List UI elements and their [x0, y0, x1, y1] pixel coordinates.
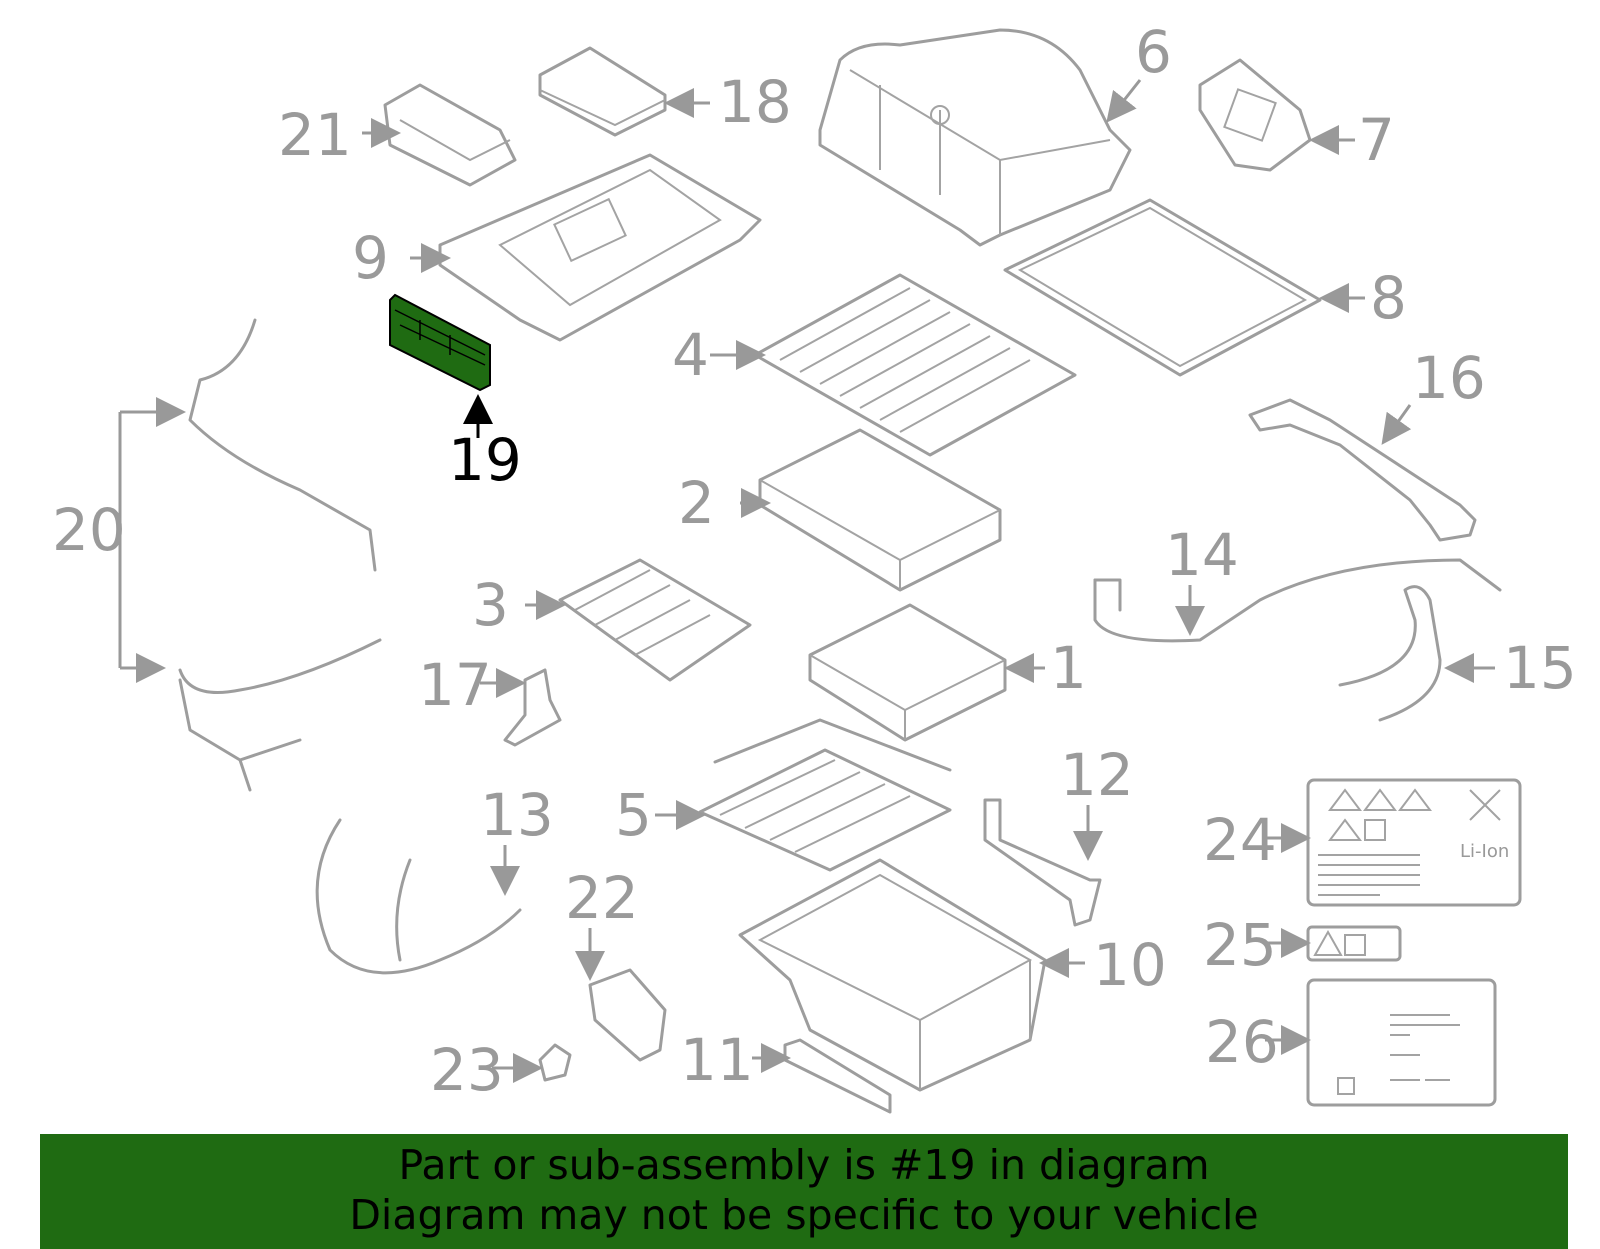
label-4[interactable]: 4	[672, 321, 709, 389]
part-19-highlighted[interactable]	[389, 293, 491, 392]
part-26-info-label[interactable]	[1306, 978, 1497, 1107]
part-12-bracket[interactable]	[983, 798, 1102, 927]
part-21-module[interactable]	[383, 83, 517, 187]
label-15[interactable]: 15	[1503, 634, 1577, 702]
part-24-warning-label[interactable]: Li-Ion	[1306, 778, 1522, 907]
part-3-tray[interactable]	[558, 558, 752, 682]
label-17[interactable]: 17	[418, 651, 492, 719]
label-6[interactable]: 6	[1135, 18, 1172, 86]
part-14-cable[interactable]	[1093, 558, 1502, 643]
label-14[interactable]: 14	[1165, 521, 1239, 589]
label-16[interactable]: 16	[1412, 344, 1486, 412]
label-23[interactable]: 23	[430, 1036, 504, 1104]
label-8[interactable]: 8	[1370, 264, 1407, 332]
label-9[interactable]: 9	[352, 224, 389, 292]
label-19[interactable]: 19	[448, 426, 522, 494]
part-18-module[interactable]	[538, 46, 667, 137]
label-25[interactable]: 25	[1203, 911, 1277, 979]
label-18[interactable]: 18	[718, 68, 792, 136]
label-11[interactable]: 11	[680, 1026, 754, 1094]
label-2[interactable]: 2	[678, 469, 715, 537]
label-24[interactable]: 24	[1203, 806, 1277, 874]
label-26[interactable]: 26	[1205, 1008, 1279, 1076]
callout-labels: 6 7 8 21 18 9 19 4 2 16 20 3 14 1 15 17 …	[52, 18, 1577, 1104]
label-13[interactable]: 13	[480, 781, 554, 849]
part-25-warning-label[interactable]	[1306, 925, 1402, 962]
label-1[interactable]: 1	[1050, 634, 1087, 702]
part-20-harness[interactable]	[118, 318, 382, 792]
part-8-gasket[interactable]	[1003, 198, 1322, 377]
part-22-connector[interactable]	[588, 968, 667, 1062]
label-3[interactable]: 3	[472, 571, 509, 639]
part-2-battery-module[interactable]	[758, 428, 1002, 592]
info-banner: Part or sub-assembly is #19 in diagram D…	[40, 1134, 1568, 1249]
part-10-lower-tray[interactable]	[738, 858, 1047, 1092]
label-12[interactable]: 12	[1060, 741, 1134, 809]
part-23-clip[interactable]	[538, 1043, 572, 1082]
part-1-battery-module[interactable]	[808, 603, 1007, 742]
leader-arrows	[362, 79, 1495, 1083]
part-17-bracket[interactable]	[503, 668, 562, 747]
label-20[interactable]: 20	[52, 496, 126, 564]
banner-line-2: Diagram may not be specific to your vehi…	[349, 1191, 1259, 1239]
part-11-bracket[interactable]	[783, 1038, 892, 1114]
label-7[interactable]: 7	[1358, 106, 1395, 174]
part-16-cable[interactable]	[1248, 398, 1477, 542]
label-21[interactable]: 21	[278, 101, 352, 169]
part-15-cable[interactable]	[1338, 585, 1442, 722]
label-10[interactable]: 10	[1093, 931, 1167, 999]
part-6-battery-cover[interactable]	[818, 28, 1132, 247]
banner-line-1: Part or sub-assembly is #19 in diagram	[398, 1141, 1210, 1189]
label-5[interactable]: 5	[615, 781, 652, 849]
li-ion-text: Li-Ion	[1460, 841, 1509, 862]
part-4-tray[interactable]	[753, 273, 1077, 457]
part-5-tray[interactable]	[698, 718, 952, 872]
part-7-module[interactable]	[1198, 58, 1312, 172]
label-22[interactable]: 22	[565, 864, 639, 932]
part-13-cable[interactable]	[315, 818, 522, 975]
part-9-plate[interactable]	[438, 153, 762, 342]
